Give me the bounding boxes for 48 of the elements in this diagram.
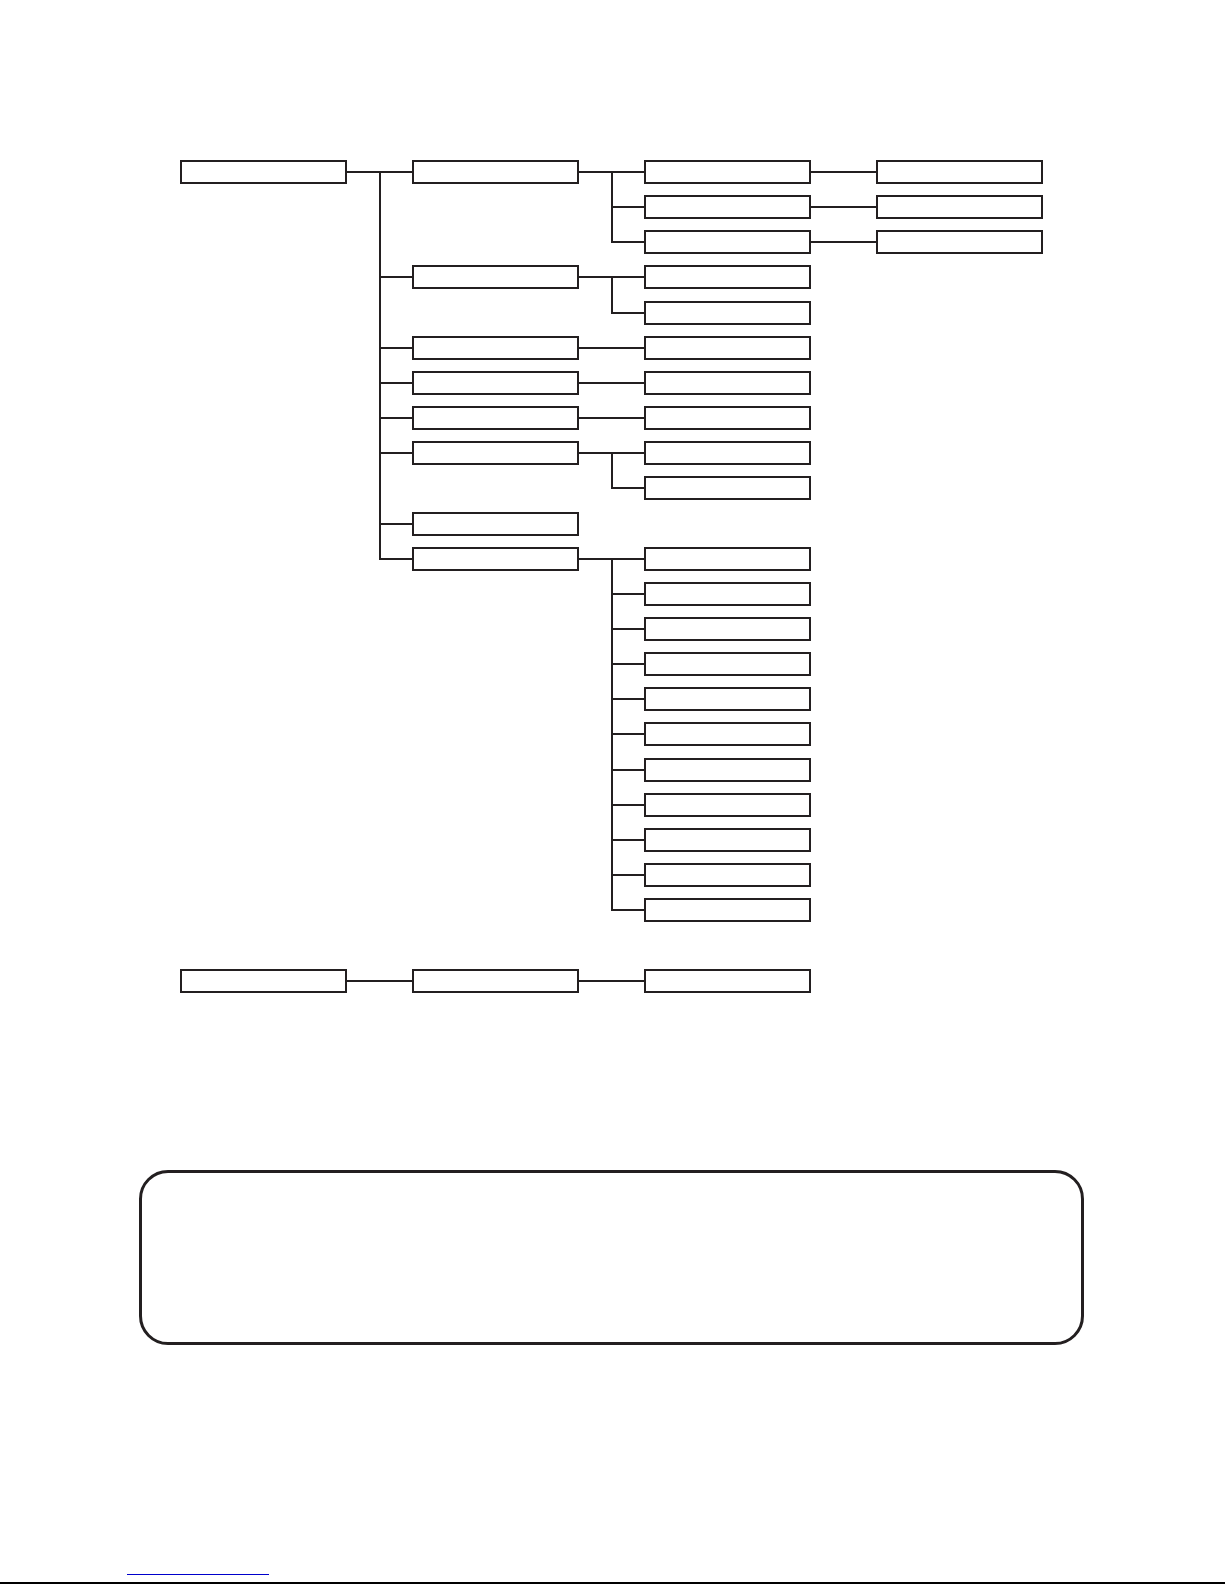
- empty-box: [412, 547, 579, 571]
- empty-box: [412, 160, 579, 184]
- empty-box: [644, 652, 811, 676]
- connector-line: [810, 171, 877, 173]
- empty-box: [644, 617, 811, 641]
- empty-box: [644, 441, 811, 465]
- empty-box: [644, 336, 811, 360]
- empty-box: [876, 230, 1043, 254]
- empty-box: [412, 969, 579, 993]
- empty-box: [644, 371, 811, 395]
- connector-line: [578, 171, 645, 243]
- connector-line: [578, 382, 645, 384]
- empty-box: [644, 969, 811, 993]
- empty-box: [412, 512, 579, 536]
- empty-box: [412, 406, 579, 430]
- empty-box: [876, 195, 1043, 219]
- empty-box: [644, 582, 811, 606]
- empty-box: [644, 301, 811, 325]
- empty-box: [644, 898, 811, 922]
- rounded-panel: [139, 1170, 1084, 1345]
- empty-box: [412, 336, 579, 360]
- empty-box: [644, 828, 811, 852]
- empty-box: [644, 793, 811, 817]
- empty-box: [644, 722, 811, 746]
- empty-box: [644, 195, 811, 219]
- connector-line: [810, 206, 877, 208]
- empty-box: [180, 160, 347, 184]
- empty-box: [644, 863, 811, 887]
- empty-box: [180, 969, 347, 993]
- empty-box: [412, 265, 579, 289]
- connector-line: [810, 241, 877, 243]
- connector-line: [578, 980, 645, 982]
- empty-box: [644, 758, 811, 782]
- empty-box: [644, 230, 811, 254]
- empty-box: [412, 441, 579, 465]
- connector-line: [578, 417, 645, 419]
- empty-box: [644, 687, 811, 711]
- connector-line: [578, 276, 645, 314]
- empty-box: [644, 160, 811, 184]
- empty-box: [644, 265, 811, 289]
- empty-box: [412, 371, 579, 395]
- empty-box: [644, 547, 811, 571]
- empty-box: [644, 406, 811, 430]
- empty-box: [644, 476, 811, 500]
- connector-line: [346, 980, 413, 982]
- connector-line: [578, 452, 645, 489]
- connector-line: [578, 347, 645, 349]
- empty-box: [876, 160, 1043, 184]
